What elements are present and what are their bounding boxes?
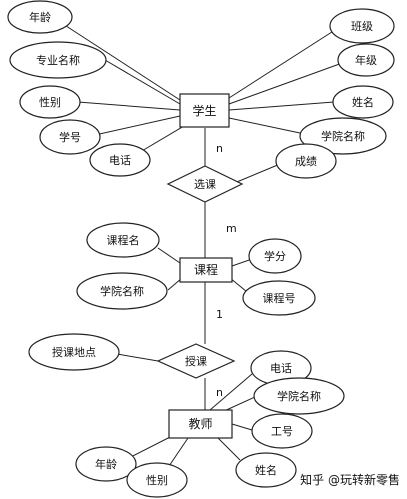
attr-student-name: 姓名 <box>332 85 394 119</box>
relationship-enroll: 选课 <box>166 165 244 203</box>
svg-text:学生: 学生 <box>192 103 216 118</box>
attr-enroll-score: 成绩 <box>275 143 337 179</box>
svg-text:电话: 电话 <box>270 362 292 375</box>
svg-text:授课地点: 授课地点 <box>52 345 96 359</box>
attr-student-id: 学号 <box>39 119 101 155</box>
svg-text:姓名: 姓名 <box>352 95 374 109</box>
svg-text:姓名: 姓名 <box>255 463 277 477</box>
relationship-links <box>116 128 281 410</box>
svg-text:学院名称: 学院名称 <box>321 129 365 143</box>
svg-text:成绩: 成绩 <box>295 155 317 168</box>
svg-text:学号: 学号 <box>59 130 81 144</box>
entity-student: 学生 <box>179 93 230 128</box>
attr-course-college: 学院名称 <box>76 272 168 310</box>
svg-text:工号: 工号 <box>271 425 293 438</box>
svg-text:授课: 授课 <box>185 354 207 368</box>
svg-text:性别: 性别 <box>146 473 168 487</box>
svg-text:年级: 年级 <box>355 53 377 67</box>
attr-teacher-gender: 性别 <box>126 462 188 498</box>
cardinality-teach-teacher: n <box>216 386 223 399</box>
attr-course-name: 课程名 <box>86 222 160 258</box>
attr-course-credit: 学分 <box>248 238 302 274</box>
attr-student-grade: 年级 <box>337 43 395 77</box>
svg-text:选课: 选课 <box>194 178 216 191</box>
attr-teacher-phone: 电话 <box>250 350 312 386</box>
svg-text:课程: 课程 <box>194 262 218 277</box>
svg-text:学院名称: 学院名称 <box>100 284 144 298</box>
attr-teach-location: 授课地点 <box>28 333 120 371</box>
entity-teacher: 教师 <box>168 409 233 439</box>
entity-course: 课程 <box>179 257 233 283</box>
student-attribute-links <box>59 21 346 159</box>
svg-text:学院名称: 学院名称 <box>277 389 321 403</box>
attr-student-major: 专业名称 <box>9 41 107 79</box>
attr-student-phone: 电话 <box>89 143 151 177</box>
svg-text:学分: 学分 <box>264 249 286 263</box>
cardinality-course-teach: 1 <box>216 308 223 321</box>
svg-text:年龄: 年龄 <box>29 10 51 24</box>
attr-teacher-age: 年龄 <box>75 446 137 482</box>
watermark: 知乎 @玩转新零售 <box>300 472 400 487</box>
svg-text:教师: 教师 <box>188 416 212 431</box>
svg-text:课程名: 课程名 <box>107 233 140 247</box>
attr-teacher-staff-id: 工号 <box>251 413 313 449</box>
relationship-teach: 授课 <box>156 343 236 379</box>
cardinality-student-enroll: n <box>216 142 223 155</box>
svg-text:性别: 性别 <box>39 95 61 109</box>
attr-course-id: 课程号 <box>242 280 316 316</box>
attr-student-class: 班级 <box>329 8 395 44</box>
attr-student-college: 学院名称 <box>299 117 387 155</box>
attr-teacher-name: 姓名 <box>235 452 297 488</box>
svg-text:专业名称: 专业名称 <box>36 53 80 67</box>
svg-text:课程号: 课程号 <box>263 292 296 305</box>
svg-text:年龄: 年龄 <box>95 457 117 471</box>
svg-text:班级: 班级 <box>351 20 373 33</box>
attr-teacher-college: 学院名称 <box>253 377 345 415</box>
cardinality-enroll-course: m <box>226 222 237 235</box>
svg-text:电话: 电话 <box>109 154 131 167</box>
attr-student-age: 年龄 <box>7 0 73 34</box>
attr-student-gender: 性别 <box>19 85 81 119</box>
